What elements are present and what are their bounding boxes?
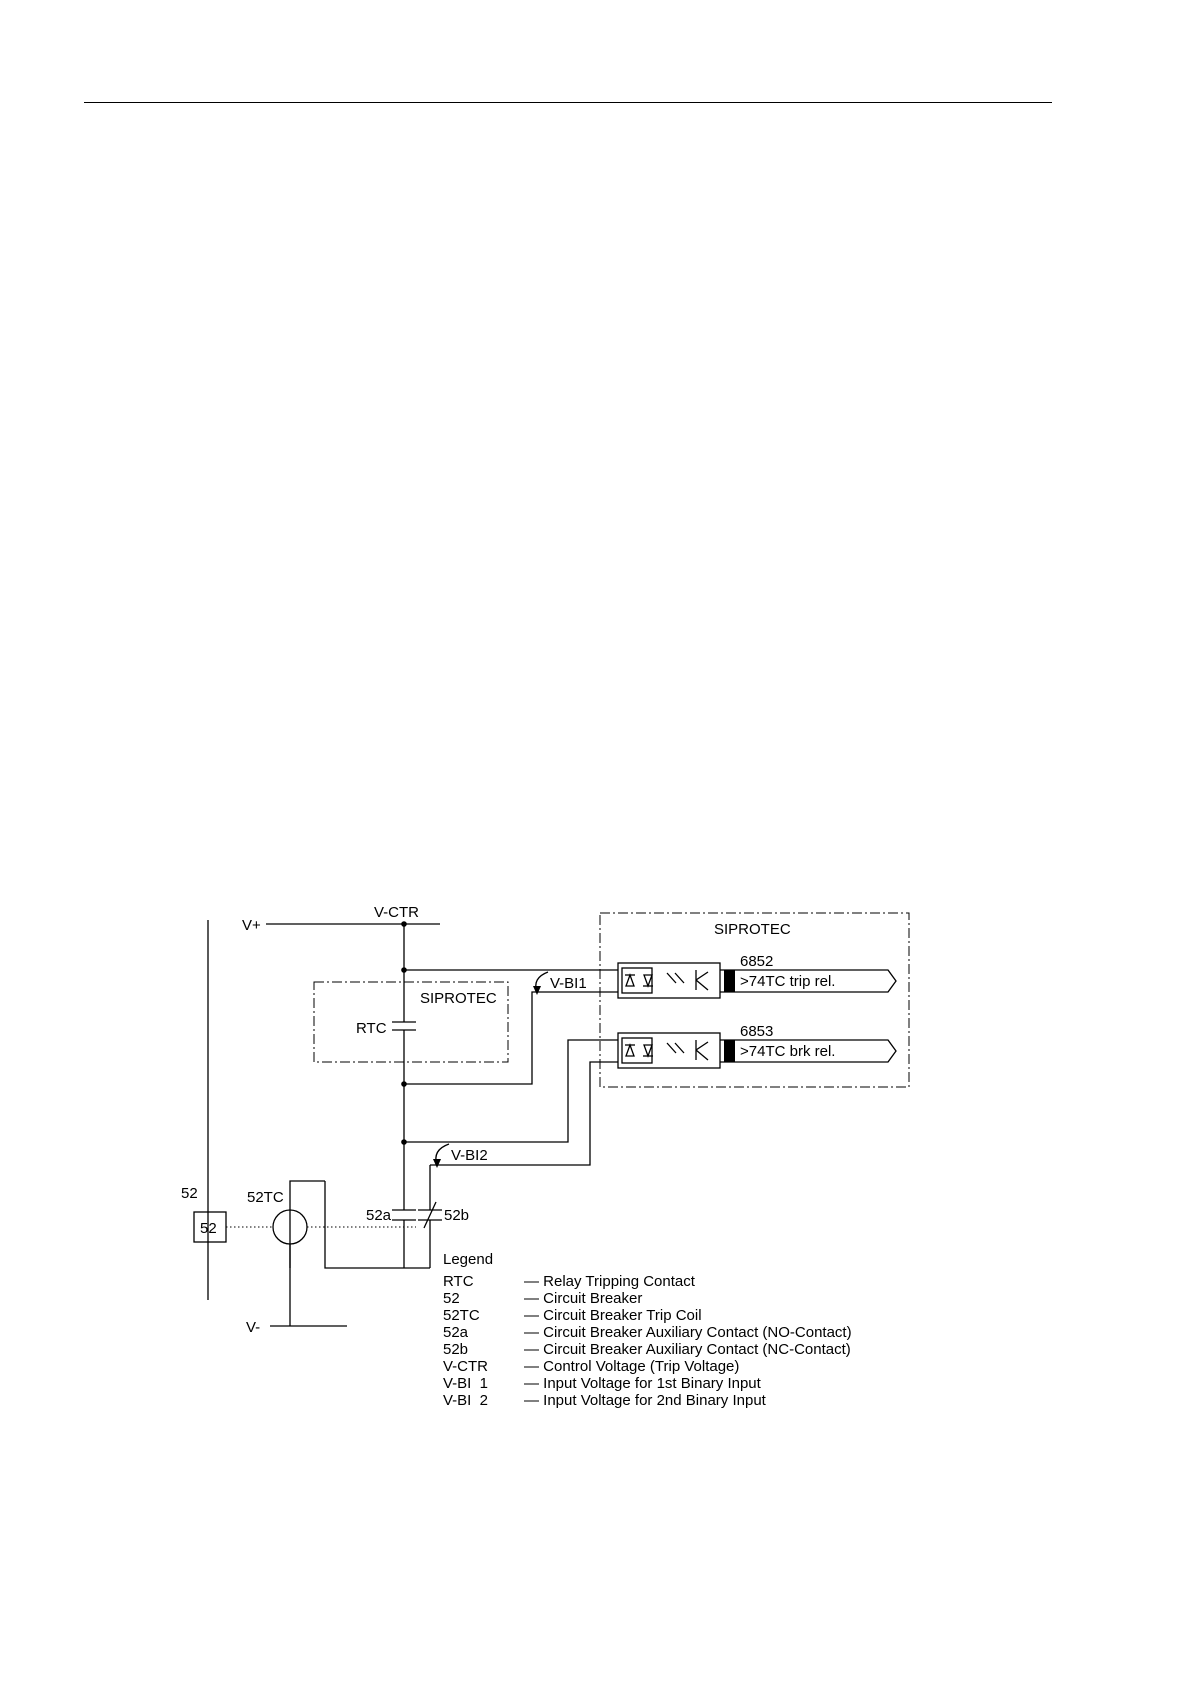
circuit-breaker-box bbox=[193, 1211, 227, 1243]
legend-desc: — Input Voltage for 1st Binary Input bbox=[524, 1375, 762, 1392]
v-minus-label: V- bbox=[246, 1319, 260, 1336]
v-ctr-label: V-CTR bbox=[374, 904, 419, 921]
legend-term: V-BI 1 bbox=[443, 1375, 488, 1392]
legend-desc: — Input Voltage for 2nd Binary Input bbox=[524, 1392, 767, 1409]
legend-term: V-BI 2 bbox=[443, 1392, 488, 1409]
page-header-rule bbox=[84, 102, 1052, 103]
legend-term: 52b bbox=[443, 1341, 468, 1358]
siprotec-device-box bbox=[599, 912, 910, 1088]
legend-desc: — Relay Tripping Contact bbox=[524, 1273, 696, 1290]
contact-a-symbol bbox=[392, 1209, 416, 1221]
binary-input-2-number: 6853 bbox=[740, 1023, 773, 1040]
legend-title: Legend bbox=[443, 1251, 493, 1268]
v-bi1-arrowhead bbox=[533, 986, 541, 995]
trip-coil-feed bbox=[289, 1180, 325, 1268]
siprotec-relay-label: SIPROTEC bbox=[420, 990, 497, 1007]
binary-input-2-signal-arrow bbox=[720, 1039, 897, 1063]
binary-input-1-optocoupler bbox=[617, 962, 721, 999]
circuit-breaker-label: 52 bbox=[181, 1185, 198, 1202]
legend-term: 52a bbox=[443, 1324, 469, 1341]
legend: Legend RTC — Relay Tripping Contact 52 —… bbox=[443, 1251, 852, 1409]
v-bi1-label: V-BI1 bbox=[550, 975, 587, 992]
contact-a-label: 52a bbox=[366, 1207, 392, 1224]
siprotec-device-label: SIPROTEC bbox=[714, 921, 791, 938]
bi1-wire-return bbox=[404, 991, 618, 1085]
legend-desc: — Circuit Breaker bbox=[524, 1290, 642, 1307]
binary-input-1-marker bbox=[724, 970, 735, 992]
legend-desc: — Circuit Breaker Auxiliary Contact (NC-… bbox=[524, 1341, 851, 1358]
legend-term: RTC bbox=[443, 1273, 474, 1290]
legend-desc: — Circuit Breaker Auxiliary Contact (NO-… bbox=[524, 1324, 852, 1341]
legend-term: V-CTR bbox=[443, 1358, 488, 1375]
v-plus-label: V+ bbox=[242, 917, 261, 934]
legend-desc: — Control Voltage (Trip Voltage) bbox=[524, 1358, 739, 1375]
binary-input-1-signal-arrow bbox=[720, 969, 897, 993]
trip-coil-loop bbox=[324, 1181, 430, 1269]
siprotec-relay-box bbox=[313, 981, 509, 1063]
contact-b-symbol bbox=[418, 1201, 442, 1229]
v-bi2-arrowhead bbox=[433, 1159, 441, 1168]
legend-desc: — Circuit Breaker Trip Coil bbox=[524, 1307, 702, 1324]
v-bi2-label: V-BI2 bbox=[451, 1147, 488, 1164]
bi2-wire-return bbox=[430, 1061, 618, 1166]
bi2-wire-top bbox=[404, 1039, 618, 1143]
binary-input-1-message: >74TC trip rel. bbox=[740, 973, 835, 990]
binary-input-2-optocoupler bbox=[617, 1032, 721, 1069]
rtc-contact bbox=[392, 1021, 416, 1031]
legend-term: 52TC bbox=[443, 1307, 480, 1324]
rtc-label: RTC bbox=[356, 1020, 387, 1037]
contact-b-label: 52b bbox=[444, 1207, 469, 1224]
circuit-breaker-box-label: 52 bbox=[200, 1220, 217, 1237]
legend-term: 52 bbox=[443, 1290, 460, 1307]
junction-dot bbox=[401, 921, 407, 927]
binary-input-2-marker bbox=[724, 1040, 735, 1062]
binary-input-1-number: 6852 bbox=[740, 953, 773, 970]
binary-input-2-message: >74TC brk rel. bbox=[740, 1043, 835, 1060]
trip-coil-label: 52TC bbox=[247, 1189, 284, 1206]
